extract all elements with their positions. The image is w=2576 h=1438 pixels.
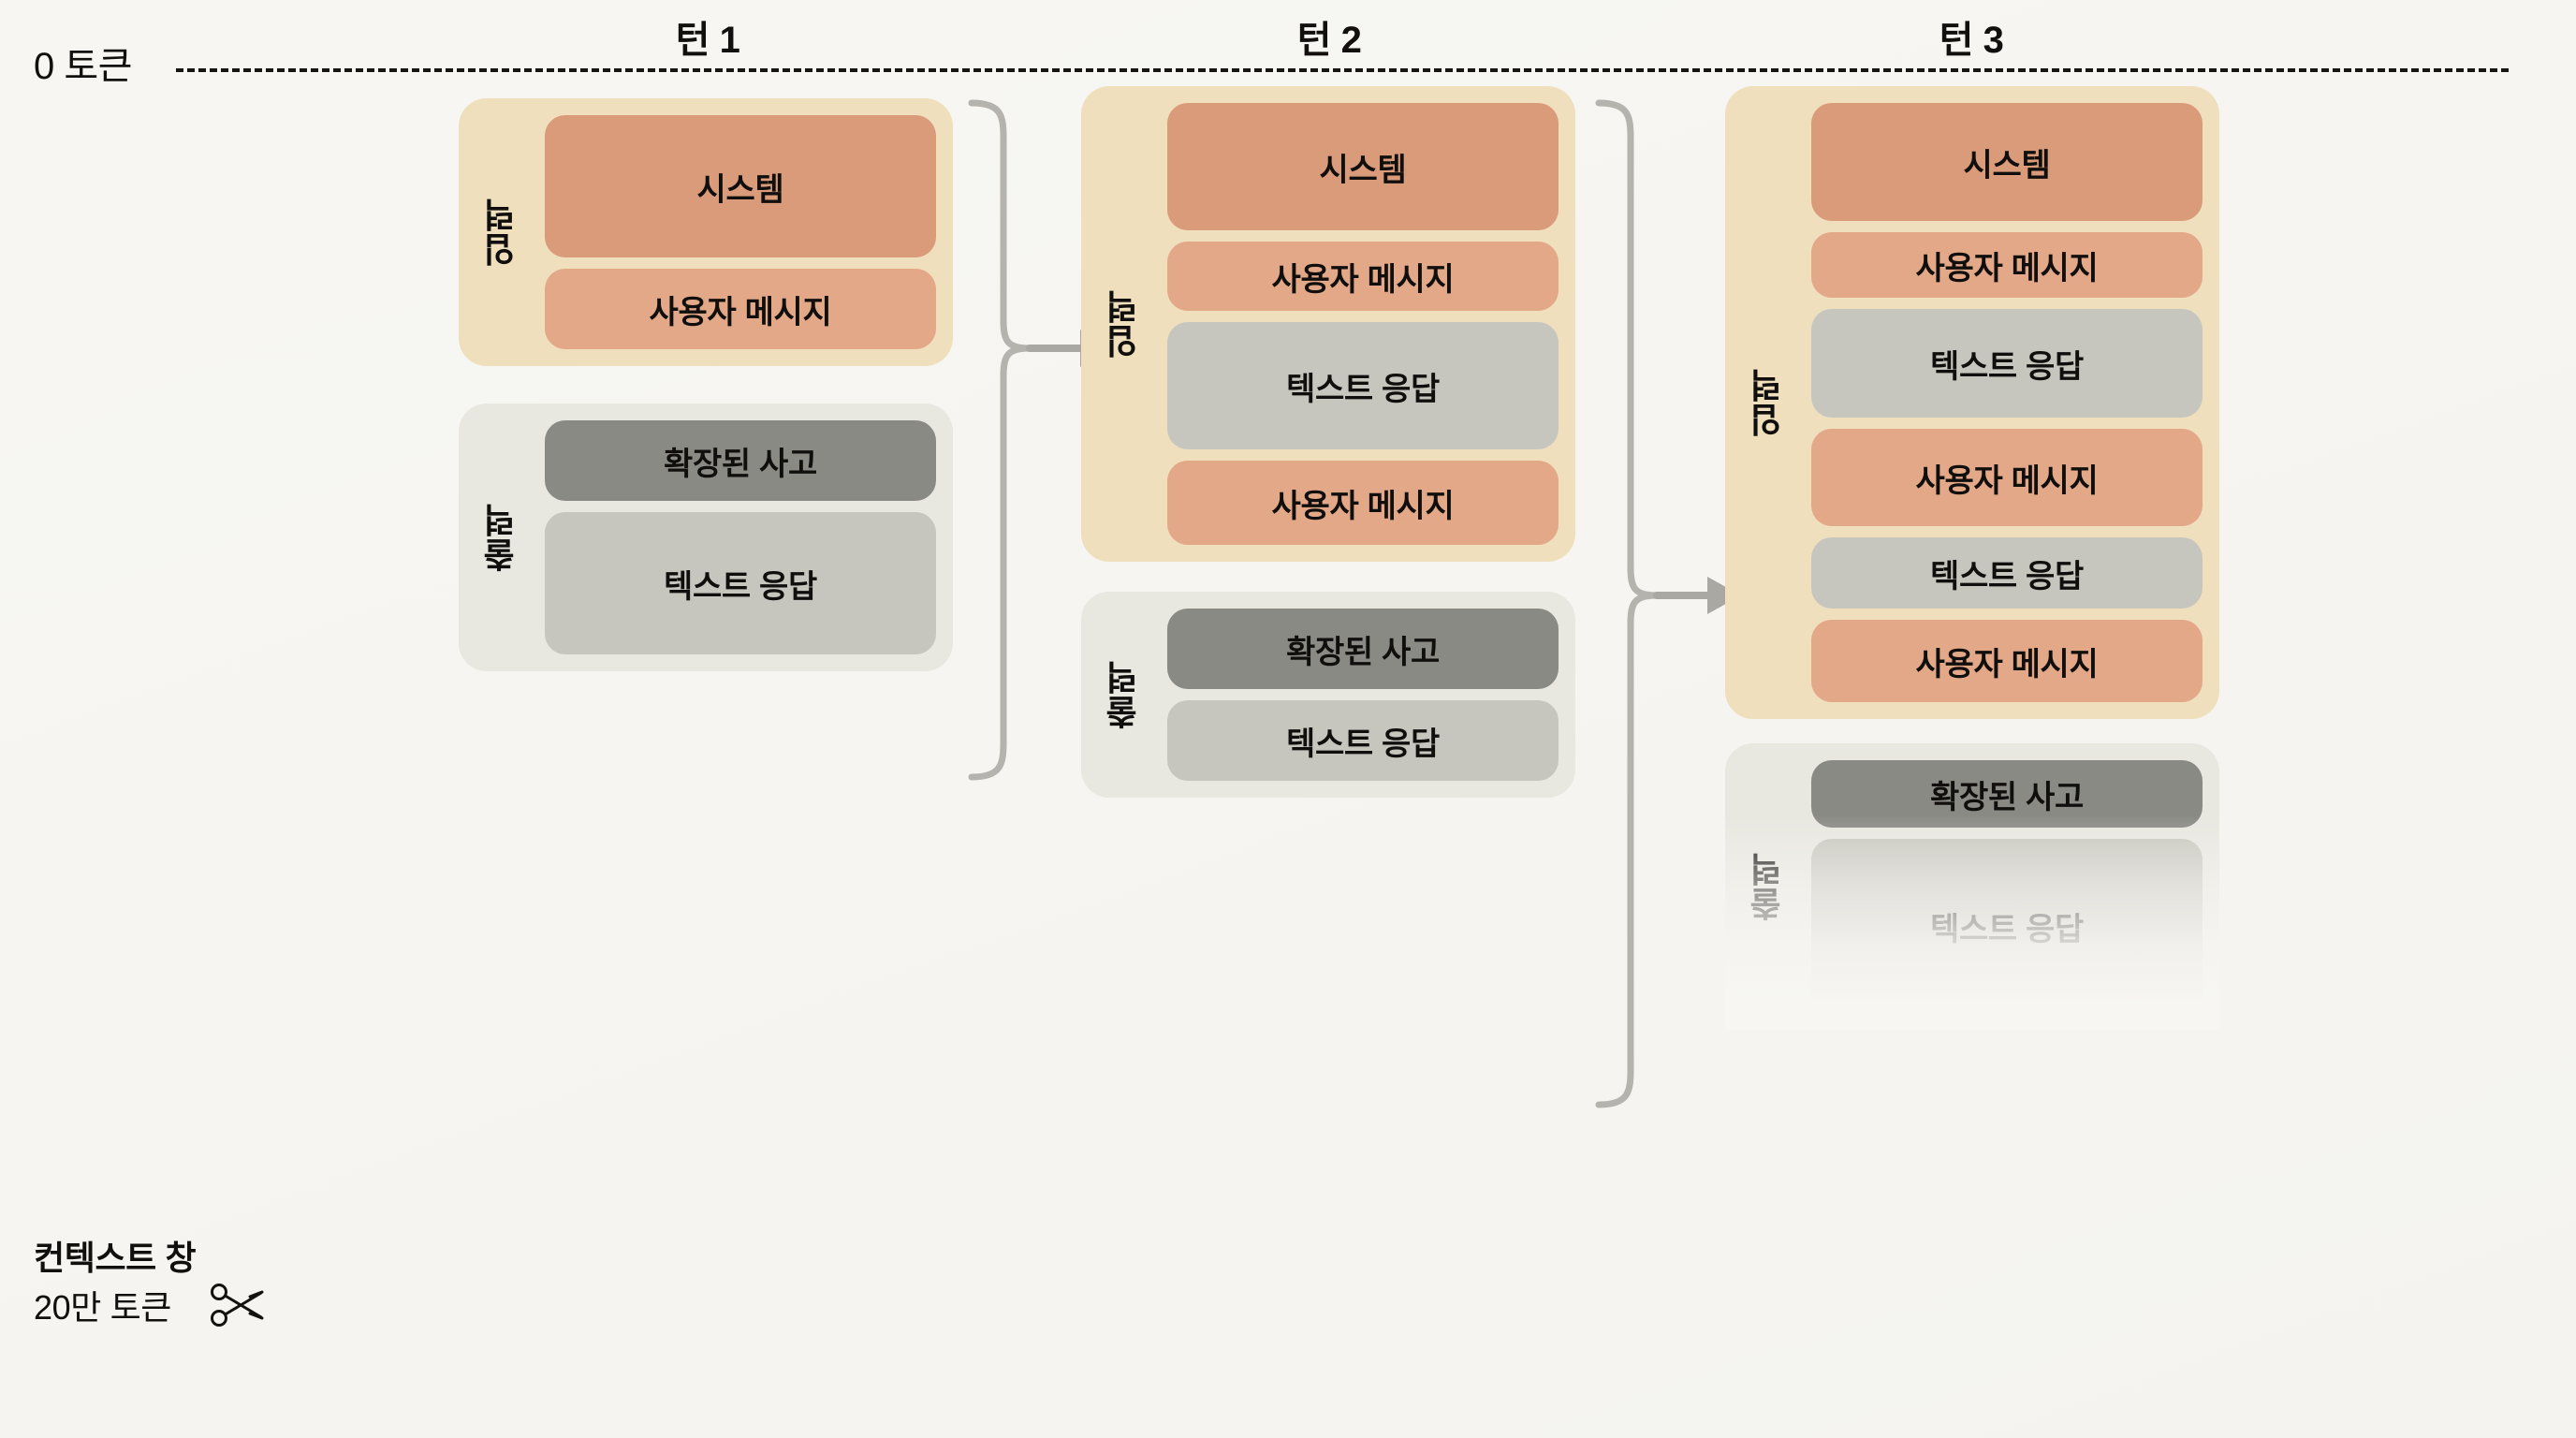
block-text-response[interactable]: 텍스트 응답 (1811, 839, 2203, 1013)
turn-3-input-group: 입력 시스템 사용자 메시지 텍스트 응답 사용자 메시지 텍스트 응답 사용자… (1725, 86, 2219, 719)
block-system[interactable]: 시스템 (545, 115, 936, 257)
turn-3-output-label-wrap: 출력 (1725, 760, 1811, 1013)
block-text-response[interactable]: 텍스트 응답 (1811, 309, 2203, 418)
block-text-response[interactable]: 텍스트 응답 (1811, 537, 2203, 609)
turn-2-output-group: 출력 확장된 사고 텍스트 응답 (1081, 592, 1575, 798)
block-user-message[interactable]: 사용자 메시지 (1811, 620, 2203, 702)
block-text-response[interactable]: 텍스트 응답 (545, 512, 936, 654)
turn-title-3: 턴 3 (1939, 20, 2004, 61)
turn-2-output-label: 출력 (1105, 660, 1143, 729)
block-user-message[interactable]: 사용자 메시지 (1167, 242, 1559, 311)
zero-token-axis-line (176, 68, 2509, 72)
turn-2-output-label-wrap: 출력 (1081, 609, 1167, 781)
turn-3-input-label-wrap: 입력 (1725, 103, 1811, 702)
turn-title-2: 턴 2 (1296, 20, 1362, 61)
turn-3-input-blocks: 시스템 사용자 메시지 텍스트 응답 사용자 메시지 텍스트 응답 사용자 메시… (1811, 103, 2203, 702)
block-user-message[interactable]: 사용자 메시지 (1167, 461, 1559, 545)
block-user-message[interactable]: 사용자 메시지 (1811, 429, 2203, 526)
turn-3-input-label: 입력 (1749, 368, 1787, 437)
turn-3-output-blocks: 확장된 사고 텍스트 응답 (1811, 760, 2203, 1013)
turn-column-3: 입력 시스템 사용자 메시지 텍스트 응답 사용자 메시지 텍스트 응답 사용자… (1725, 86, 2219, 1030)
turn-1-input-label-wrap: 입력 (459, 115, 545, 349)
block-extended-thinking[interactable]: 확장된 사고 (545, 420, 936, 501)
scissors-icon (209, 1281, 267, 1329)
block-extended-thinking[interactable]: 확장된 사고 (1811, 760, 2203, 828)
turn-2-input-label: 입력 (1105, 289, 1143, 359)
block-system[interactable]: 시스템 (1811, 103, 2203, 221)
context-window-subtitle: 20만 토큰 (34, 1288, 172, 1327)
context-window-row: 20만 토큰 (34, 1281, 267, 1329)
turn-1-output-group: 출력 확장된 사고 텍스트 응답 (459, 404, 953, 671)
turn-2-input-label-wrap: 입력 (1081, 103, 1167, 545)
turn-title-1: 턴 1 (675, 20, 740, 61)
turn-3-output-group: 출력 확장된 사고 텍스트 응답 (1725, 743, 2219, 1030)
zero-token-label: 0 토큰 (34, 46, 132, 87)
turn-1-output-blocks: 확장된 사고 텍스트 응답 (545, 420, 936, 654)
turn-3-output-wrapper: 출력 확장된 사고 텍스트 응답 (1725, 743, 2219, 1030)
turn-1-input-label: 입력 (482, 198, 520, 267)
turn-1-input-blocks: 시스템 사용자 메시지 (545, 115, 936, 349)
context-window-title: 컨텍스트 창 (34, 1239, 197, 1278)
block-text-response[interactable]: 텍스트 응답 (1167, 700, 1559, 781)
block-user-message[interactable]: 사용자 메시지 (545, 269, 936, 349)
turn-1-output-label: 출력 (482, 503, 520, 572)
turn-1-output-label-wrap: 출력 (459, 420, 545, 654)
turn-column-1: 입력 시스템 사용자 메시지 출력 확장된 사고 텍스트 응답 (459, 98, 953, 671)
turn-3-output-label: 출력 (1749, 852, 1787, 921)
context-window-legend: 컨텍스트 창 20만 토큰 (34, 1238, 267, 1329)
block-extended-thinking[interactable]: 확장된 사고 (1167, 609, 1559, 689)
block-system[interactable]: 시스템 (1167, 103, 1559, 230)
turn-2-input-group: 입력 시스템 사용자 메시지 텍스트 응답 사용자 메시지 (1081, 86, 1575, 562)
turn-2-output-blocks: 확장된 사고 텍스트 응답 (1167, 609, 1559, 781)
turn-1-input-group: 입력 시스템 사용자 메시지 (459, 98, 953, 366)
turn-column-2: 입력 시스템 사용자 메시지 텍스트 응답 사용자 메시지 출력 확장된 사고 … (1081, 86, 1575, 798)
block-user-message[interactable]: 사용자 메시지 (1811, 232, 2203, 298)
block-text-response[interactable]: 텍스트 응답 (1167, 322, 1559, 449)
turn-2-input-blocks: 시스템 사용자 메시지 텍스트 응답 사용자 메시지 (1167, 103, 1559, 545)
